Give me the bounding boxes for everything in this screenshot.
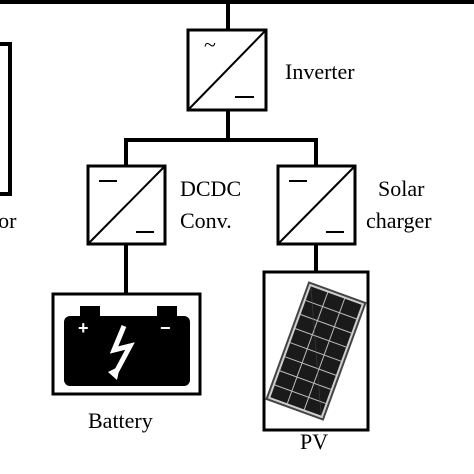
battery-icon: + − bbox=[64, 306, 190, 386]
solar-label-line2: charger bbox=[366, 208, 432, 233]
inverter-ac-symbol: ~ bbox=[204, 32, 216, 57]
dcdc-converter-block bbox=[86, 164, 167, 246]
inverter-block: ~ bbox=[186, 28, 268, 112]
solar-panel-icon bbox=[265, 281, 367, 421]
left-converter-box bbox=[0, 42, 12, 196]
lightning-icon bbox=[109, 325, 135, 378]
battery-label: Battery bbox=[88, 408, 153, 433]
solar-charger-block bbox=[276, 164, 357, 246]
pv-label: PV bbox=[300, 429, 328, 454]
dcdc-label-line1: DCDC bbox=[180, 176, 241, 201]
dcdc-diagonal bbox=[87, 165, 166, 245]
left-partial-label: tor bbox=[0, 208, 17, 233]
battery-minus-sign: − bbox=[160, 318, 171, 338]
dcdc-label-line2: Conv. bbox=[180, 208, 232, 233]
inverter-diagonal bbox=[187, 29, 267, 111]
solar-label-line1: Solar bbox=[378, 176, 425, 201]
inverter-label: Inverter bbox=[285, 59, 355, 84]
battery-plus-sign: + bbox=[78, 318, 89, 338]
solar-charger-diagonal bbox=[277, 165, 356, 245]
